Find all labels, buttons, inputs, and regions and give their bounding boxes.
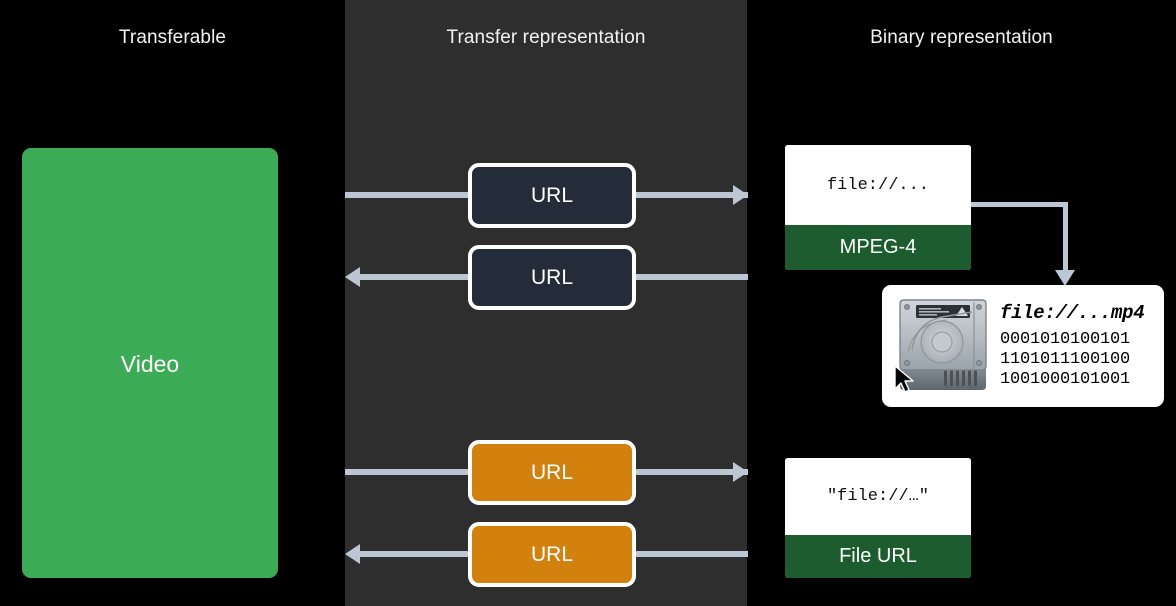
- hard-disk-icon: [886, 290, 998, 402]
- binary-line-2: 1101011100100: [1000, 350, 1131, 369]
- url-box-dark-outbound[interactable]: URL: [468, 163, 636, 228]
- format-card-path-mpeg4: file://...: [785, 145, 971, 225]
- video-label: Video: [120, 351, 180, 377]
- elbow-connector-horizontal: [971, 202, 1068, 207]
- column-title-transfer-representation: Transfer representation: [446, 27, 646, 48]
- arrowhead-left-2: [345, 544, 360, 564]
- arrowhead-right-2: [733, 462, 748, 482]
- video-transferable-box[interactable]: Video: [22, 148, 278, 578]
- cursor-arrow-icon: [894, 365, 914, 393]
- column-title-binary-representation: Binary representation: [870, 27, 1053, 48]
- disk-filename: file://...mp4: [1000, 302, 1145, 324]
- format-card-path-file-url: "file://…": [785, 458, 971, 535]
- column-title-transferable: Transferable: [118, 27, 227, 48]
- elbow-connector-arrowhead: [1055, 270, 1075, 286]
- binary-line-3: 1001000101001: [1000, 370, 1131, 389]
- url-box-label: URL: [530, 265, 573, 289]
- binary-line-1: 0001010100101: [1000, 330, 1131, 349]
- url-box-label: URL: [530, 542, 573, 566]
- url-box-orange-outbound[interactable]: URL: [468, 440, 636, 505]
- elbow-connector-vertical: [1063, 202, 1068, 274]
- url-box-label: URL: [530, 460, 573, 484]
- disk-binary-panel[interactable]: file://...mp4 0001010100101 110101110010…: [882, 285, 1164, 407]
- url-box-dark-inbound[interactable]: URL: [468, 245, 636, 310]
- format-card-band-file-url: File URL: [785, 535, 971, 578]
- format-card-band-mpeg4: MPEG-4: [785, 225, 971, 270]
- url-box-orange-inbound[interactable]: URL: [468, 522, 636, 587]
- arrowhead-left-1: [345, 267, 360, 287]
- url-box-label: URL: [530, 183, 573, 207]
- format-card-mpeg4[interactable]: file://... MPEG-4: [785, 145, 971, 270]
- arrowhead-right-1: [733, 185, 748, 205]
- format-card-file-url[interactable]: "file://…" File URL: [785, 458, 971, 578]
- disk-panel-text: file://...mp4 0001010100101 110101110010…: [998, 302, 1164, 390]
